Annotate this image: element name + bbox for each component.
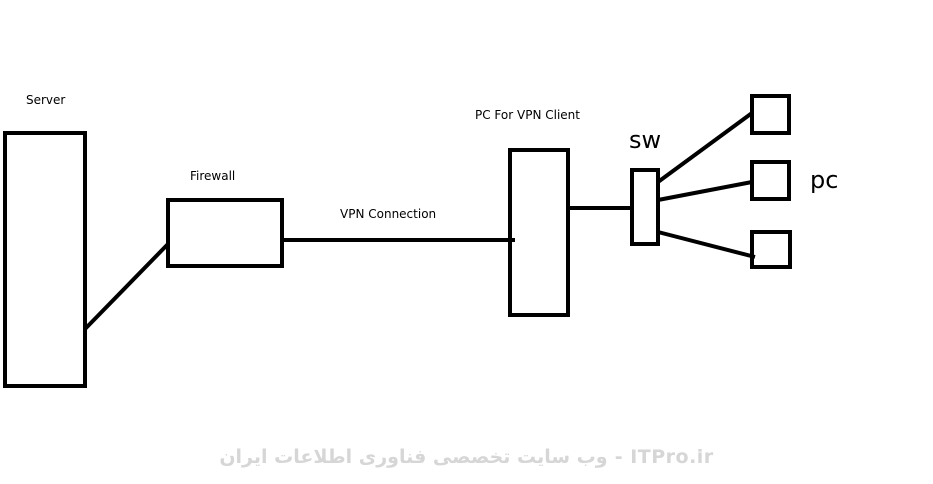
watermark: ITPro.ir - وب سایت تخصصی فناوری اطلاعات … bbox=[219, 446, 714, 468]
server-label: Server bbox=[26, 93, 66, 107]
vpn-client-label: PC For VPN Client bbox=[475, 108, 580, 122]
switch-label: sw bbox=[629, 126, 662, 154]
switch-pc2-link bbox=[657, 180, 753, 202]
switch-pc3-link bbox=[657, 230, 756, 259]
vpn-client-pc-box bbox=[508, 148, 570, 317]
firewall-label: Firewall bbox=[190, 169, 236, 183]
switch-box bbox=[630, 168, 660, 246]
pc-label: pc bbox=[810, 166, 839, 194]
server-firewall-link bbox=[83, 242, 170, 331]
pc-box-1 bbox=[750, 94, 791, 135]
vpn-connection-label: VPN Connection bbox=[340, 207, 437, 221]
firewall-box bbox=[166, 198, 284, 268]
pc-box-2 bbox=[750, 160, 791, 201]
pc-box-3 bbox=[750, 230, 792, 269]
server-box bbox=[3, 131, 87, 388]
switch-pc1-link bbox=[656, 111, 754, 184]
